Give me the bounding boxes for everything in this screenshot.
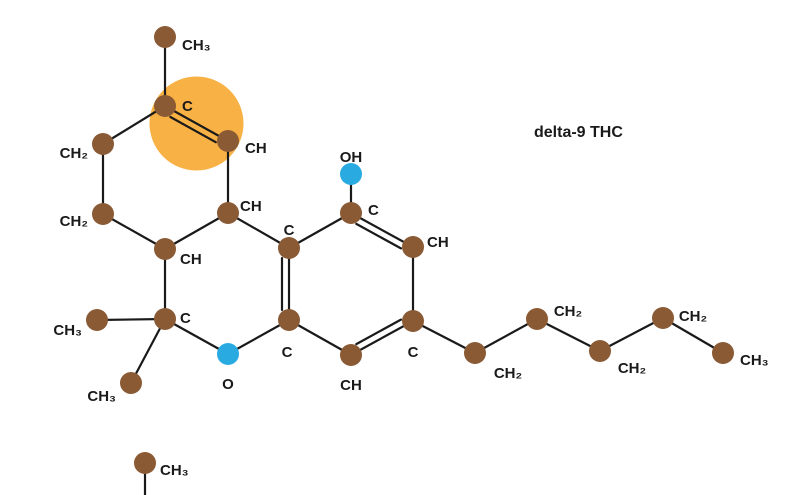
bond-c_ring-ch2_left_upper	[101, 104, 167, 146]
atom-label-chain3: CH₂	[618, 360, 646, 377]
atom-c_quat	[154, 308, 176, 330]
atom-c_arom_bottom	[278, 309, 300, 331]
atom-chain4	[652, 307, 674, 329]
atom-ch2_left_upper	[92, 133, 114, 155]
atom-label-c_arom_right: C	[408, 344, 419, 361]
bond-c_oh-ch_arom_right	[349, 211, 415, 250]
atom-label-ch2_left_upper: CH₂	[60, 145, 88, 162]
atom-label-ch3_bottom: CH₃	[160, 462, 189, 479]
bond-c_quat-ch3_left	[95, 317, 167, 322]
atom-ch3_lower	[120, 372, 142, 394]
atom-ch_arom_right	[402, 236, 424, 258]
atom-label-ch_ring: CH	[245, 140, 267, 157]
atom-label-ch_junction: CH	[240, 198, 262, 215]
bond-c_ring-ch_ring	[163, 104, 230, 144]
atom-label-ch_arom_bottom: CH	[340, 377, 362, 394]
bond-chain2-chain3	[535, 317, 602, 353]
atom-label-ch3_lower: CH₃	[87, 388, 116, 405]
atom-c_ring	[154, 95, 176, 117]
atom-label-ch_lower: CH	[180, 251, 202, 268]
atom-ch_arom_bottom	[340, 344, 362, 366]
atom-label-c_arom_bottom: C	[282, 344, 293, 361]
atom-o_ring	[217, 343, 239, 365]
atom-label-c_quat: C	[180, 310, 191, 327]
atom-ch3_left	[86, 309, 108, 331]
bond-ch2_left_lower-ch_lower	[101, 212, 167, 251]
bond-c_quat-o_ring	[163, 317, 230, 356]
atom-label-ch3_left: CH₃	[53, 322, 82, 339]
atom-label-oh: OH	[340, 149, 363, 166]
atom-ch_junction	[217, 202, 239, 224]
atom-oh	[340, 163, 362, 185]
atom-c_arom_right	[402, 310, 424, 332]
atom-label-o_ring: O	[222, 376, 234, 393]
atom-label-chain4: CH₂	[679, 308, 707, 325]
atom-label-chain_end: CH₃	[740, 352, 769, 369]
atom-ch_lower	[154, 238, 176, 260]
bond-c_arom_right-chain1	[411, 319, 477, 355]
diagram-title: delta-9 THC	[534, 124, 623, 141]
bond-chain3-chain4	[598, 316, 665, 353]
atom-label-c_ring: C	[182, 98, 193, 115]
atom-ch3_top	[154, 26, 176, 48]
atom-label-ch2_left_lower: CH₂	[60, 213, 88, 230]
bond-ch_junction-ch_lower	[163, 211, 230, 251]
atom-label-ch3_top: CH₃	[182, 37, 211, 54]
atom-chain_end	[712, 342, 734, 364]
atom-c_oh	[340, 202, 362, 224]
atom-label-c_arom_top: C	[284, 222, 295, 239]
atom-chain3	[589, 340, 611, 362]
bond-c_arom_right-ch_arom_bottom	[349, 318, 415, 357]
bond-o_ring-c_arom_bottom	[226, 318, 291, 356]
bond-ch_junction-c_arom_top	[226, 211, 291, 250]
atom-chain2	[526, 308, 548, 330]
atom-chain1	[464, 342, 486, 364]
atom-ch3_bottom	[134, 452, 156, 474]
bond-c_quat-ch3_lower	[129, 317, 167, 385]
bond-c_arom_top-c_oh	[287, 211, 353, 250]
atom-ch_ring	[217, 130, 239, 152]
atom-label-c_oh: C	[368, 202, 379, 219]
bond-c_arom_top-c_arom_bottom	[280, 246, 291, 322]
atom-label-chain1: CH₂	[494, 365, 522, 382]
atom-c_arom_top	[278, 237, 300, 259]
bond-chain1-chain2	[473, 317, 539, 355]
bond-chain4-chain_end	[661, 316, 725, 355]
atom-ch2_left_lower	[92, 203, 114, 225]
atom-label-chain2: CH₂	[554, 303, 582, 320]
atom-label-ch_arom_right: CH	[427, 234, 449, 251]
bond-ch_arom_bottom-c_arom_bottom	[287, 318, 353, 357]
